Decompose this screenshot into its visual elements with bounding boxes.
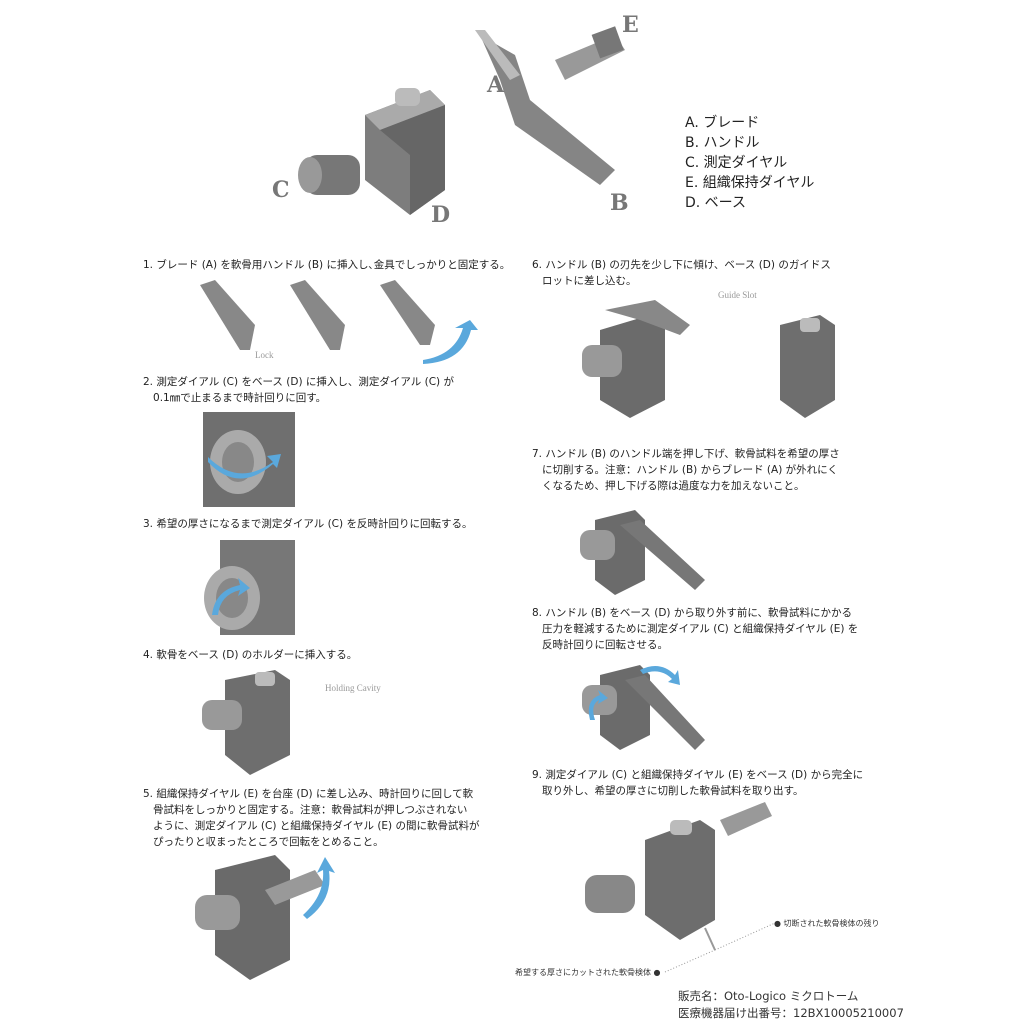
step-1-text: 1. ブレード (A) を軟骨用ハンドル (B) に挿入し､金具でしっかりと固定… — [143, 259, 511, 271]
legend-item: B. ハンドル — [685, 135, 760, 151]
leader-line — [714, 922, 776, 951]
rotate-arrow-icon — [423, 320, 478, 364]
step-3-illustration — [204, 540, 295, 635]
step-5-text: 5. 組織保持ダイヤル (E) を台座 (D) に差し込み、時計回りに回して軟 … — [143, 788, 480, 848]
legend-item: E. 組織保持ダイヤル — [685, 175, 815, 191]
lock-callout: Lock — [255, 350, 274, 360]
cut-specimen-note: 希望する厚さにカットされた軟骨検体 ● — [515, 968, 661, 977]
registration-number: 医療機器届け出番号：12BX10005210007 — [678, 1006, 904, 1020]
step-7-text: 7. ハンドル (B) のハンドル端を押し下げ、軟骨試料を希望の厚さ に切削する… — [532, 448, 840, 492]
leader-line — [664, 949, 716, 973]
remainder-note: ● 切断された軟骨検体の残り — [774, 919, 880, 928]
footer: 販売名：Oto-Logico ミクロトーム 医療機器届け出番号：12BX1000… — [678, 988, 904, 1022]
dial-e-illustration — [555, 26, 625, 80]
holding-cavity-callout: Holding Cavity — [325, 683, 381, 693]
legend-item: A. ブレード — [685, 115, 760, 131]
step-4-illustration — [202, 670, 290, 775]
parts-legend: A. ブレード B. ハンドル C. 測定ダイヤル E. 組織保持ダイヤル D.… — [685, 113, 814, 213]
step-7-illustration — [580, 510, 705, 595]
guide-slot-callout: Guide Slot — [718, 290, 757, 300]
blade-handle-illustration — [475, 30, 615, 185]
sales-name: 販売名：Oto-Logico ミクロトーム — [678, 989, 859, 1003]
step-6-illustration — [582, 300, 835, 418]
step-6-text: 6. ハンドル (B) の刃先を少し下に傾け、ベース (D) のガイドス ロット… — [532, 259, 831, 287]
rotate-arrow-icon — [303, 857, 335, 919]
step-2-text: 2. 測定ダイアル (C) をベース (D) に挿入し、測定ダイアル (C) が… — [143, 376, 454, 404]
part-label-e: E — [622, 12, 639, 38]
part-label-b: B — [610, 190, 629, 216]
step-8-illustration — [582, 665, 705, 750]
counterclockwise-arrow-icon — [212, 578, 250, 615]
cut-specimen-note-text: 希望する厚さにカットされた軟骨検体 — [515, 968, 651, 977]
base-d-illustration — [365, 88, 445, 215]
step-9-illustration — [585, 802, 776, 973]
step-8-text: 8. ハンドル (B) をベース (D) から取り外す前に、軟骨試料にかかる 圧… — [532, 607, 859, 651]
part-label-d: D — [431, 202, 451, 228]
counterclockwise-arrow-icon — [588, 690, 608, 720]
part-label-a: A — [487, 72, 505, 98]
legend-item: C. 測定ダイヤル — [685, 155, 788, 171]
dial-c-illustration — [298, 155, 360, 195]
step-1-illustration — [200, 280, 478, 364]
step-9-text: 9. 測定ダイアル (C) と組織保持ダイヤル (E) をベース (D) から完… — [532, 769, 864, 797]
step-3-text: 3. 希望の厚さになるまで測定ダイアル (C) を反時計回りに回転する。 — [143, 518, 473, 530]
legend-item: D. ベース — [685, 195, 746, 211]
step-4-text: 4. 軟骨をベース (D) のホルダーに挿入する。 — [143, 649, 358, 661]
part-label-c: C — [272, 177, 290, 203]
counterclockwise-arrow-icon — [640, 666, 680, 685]
remainder-note-text: 切断された軟骨検体の残り — [783, 919, 880, 928]
step-2-illustration — [203, 412, 295, 507]
exploded-view-illustration — [298, 26, 625, 215]
step-5-illustration — [195, 855, 335, 980]
clockwise-arrow-icon — [208, 454, 281, 479]
